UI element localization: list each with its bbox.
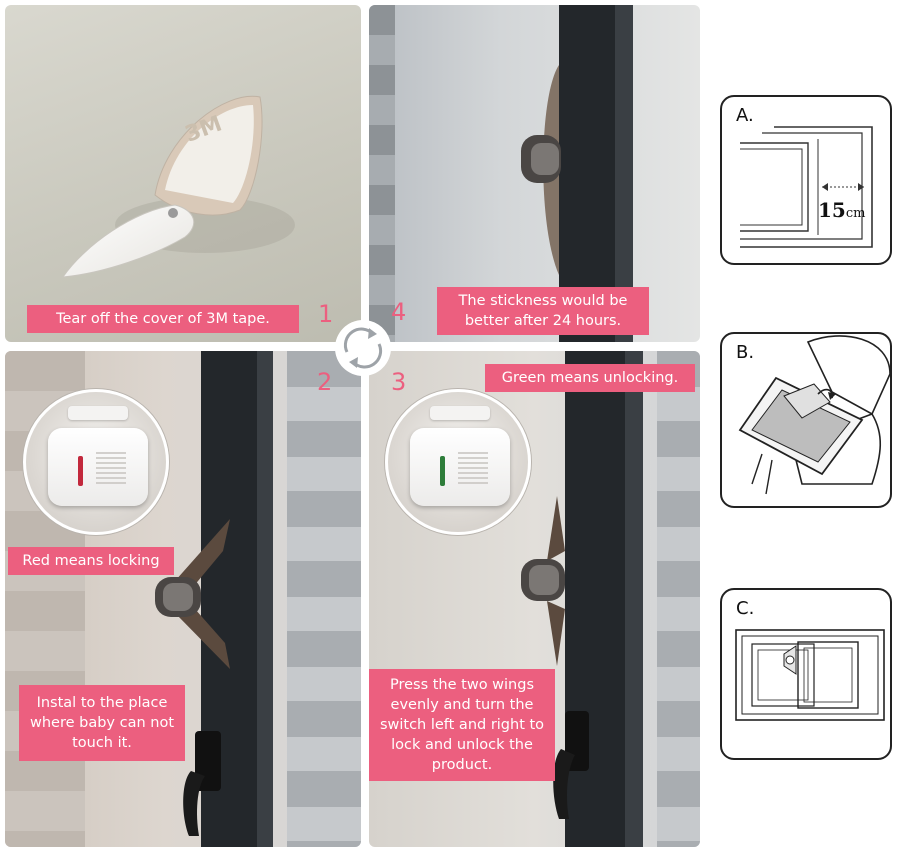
background-building [369,5,395,342]
step1-number: 1 [318,300,334,328]
cycle-arrows-icon [335,320,391,376]
step2-number: 2 [317,368,333,396]
lock-with-tape-illustration [61,95,295,278]
step2-caption-bottom: Instal to the place where baby can not t… [19,685,185,761]
step1-caption: Tear off the cover of 3M tape. [27,305,299,333]
background-building-right [287,351,361,847]
step3-caption-top: Green means unlocking. [485,364,695,392]
diagram-a-letter: A. [736,105,754,126]
tape-application-illustration [738,335,890,495]
window-frame-edge [615,5,633,342]
step4-panel: The stickness would be better after 24 h… [369,5,700,342]
step2-caption-top: Red means locking [8,547,174,575]
step2-panel: Red means locking Instal to the place wh… [5,351,361,847]
diagram-c: C. [720,588,892,760]
diagram-a: A. 15cm [720,95,892,265]
diagram-c-letter: C. [736,598,755,619]
measurement-value: 15 [818,198,846,222]
installed-lock-illustration [155,519,230,836]
window-measurement-illustration [740,126,873,248]
measurement-unit: cm [845,206,866,221]
diagram-b-letter: B. [736,342,755,363]
diagram-a-measurement: 15cm [818,198,865,222]
zoom-lock-icon [23,389,169,535]
sliding-window-illustration [735,629,885,721]
installed-lock-illustration [521,65,561,275]
window-frame [559,5,615,342]
background-building-right [657,351,700,847]
zoom-unlock-icon [385,389,531,535]
step3-panel: Green means unlocking. Press the two win… [369,351,700,847]
window-frame-edge [257,351,273,847]
diagram-b: B. [720,332,892,508]
installed-lock-illustration [521,496,589,819]
step4-caption: The stickness would be better after 24 h… [437,287,649,335]
step1-panel: 3M Tear off the cover of 3M tape. 1 [5,5,361,342]
step4-number: 4 [391,298,407,326]
step3-caption-bottom: Press the two wings evenly and turn the … [369,669,555,781]
step3-number: 3 [391,368,407,396]
window-frame-edge [625,351,643,847]
